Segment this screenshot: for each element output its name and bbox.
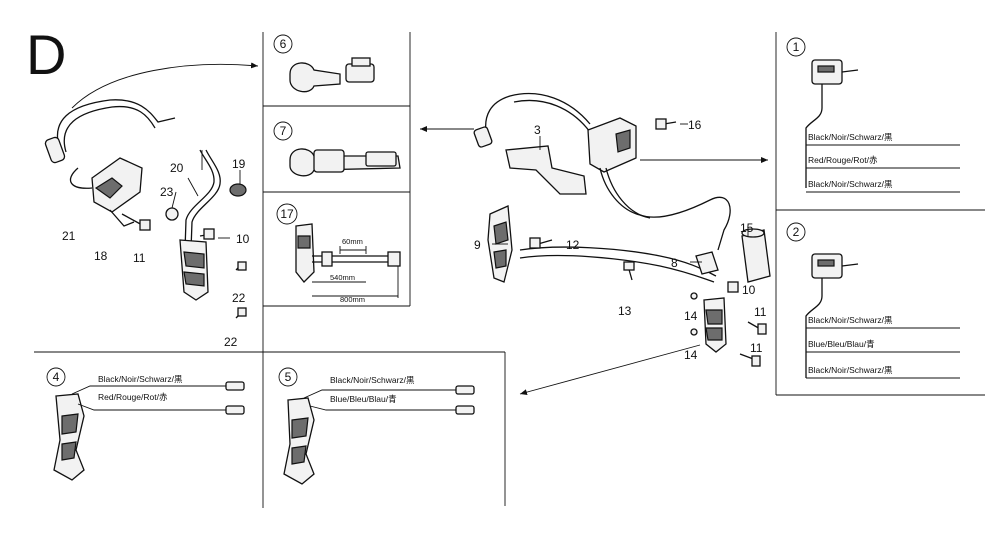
callout-15: 15	[740, 221, 754, 235]
callout-16: 16	[688, 118, 702, 132]
callout-6: 6	[280, 37, 287, 51]
dimension-800mm: 800mm	[340, 295, 365, 304]
callout-11-right-upper: 11	[754, 305, 767, 319]
dimension-540mm: 540mm	[330, 273, 355, 282]
callout-20: 20	[170, 161, 184, 175]
callout-3: 3	[534, 123, 541, 137]
center-ignition-assembly	[473, 92, 771, 367]
callout-11-left: 11	[133, 251, 146, 265]
wire-label-p5-blue: Blue/Bleu/Blau/青	[330, 394, 397, 404]
leader-lines	[171, 123, 749, 263]
callout-11-right-lower: 11	[750, 341, 763, 355]
panel-4-pulser-wiring	[53, 381, 245, 481]
wire-label-p1-red: Red/Rouge/Rot/赤	[808, 155, 878, 165]
callout-10-left: 10	[236, 232, 250, 246]
panel-7-plug-cap	[289, 148, 401, 177]
dimension-60mm: 60mm	[342, 237, 363, 246]
wire-label-p2-black-top: Black/Noir/Schwarz/黒	[808, 315, 893, 325]
callout-10-right: 10	[742, 283, 756, 297]
wire-label-p1-black-top: Black/Noir/Schwarz/黒	[808, 132, 893, 142]
panel-2-igniter-wiring	[805, 253, 960, 379]
callout-2: 2	[793, 225, 800, 239]
callout-14-upper: 14	[684, 309, 698, 323]
callout-23: 23	[160, 185, 174, 199]
callout-1: 1	[793, 40, 800, 54]
callout-8: 8	[671, 256, 678, 270]
panel-6-plug-cap	[289, 57, 375, 93]
panel-5-pulser-wiring	[283, 385, 475, 485]
callout-22-upper: 22	[232, 291, 246, 305]
wire-label-p5-black: Black/Noir/Schwarz/黒	[330, 375, 415, 385]
panel-17-coil-dimensions	[295, 223, 401, 298]
callout-13: 13	[618, 304, 632, 318]
callout-5: 5	[285, 370, 292, 384]
callout-12: 12	[566, 238, 580, 252]
callout-22-lower: 22	[224, 335, 238, 349]
callout-17: 17	[280, 207, 294, 221]
callout-14-lower: 14	[684, 348, 698, 362]
callout-21: 21	[62, 229, 76, 243]
wire-label-p2-blue: Blue/Bleu/Blau/青	[808, 339, 875, 349]
pointer-arrows	[71, 62, 768, 396]
panel-1-igniter-wiring	[805, 59, 960, 193]
callout-7: 7	[280, 124, 287, 138]
wire-label-p2-black-bottom: Black/Noir/Schwarz/黒	[808, 365, 893, 375]
callout-19: 19	[232, 157, 246, 171]
panel-frames	[34, 32, 985, 508]
callout-18: 18	[94, 249, 108, 263]
wire-label-p1-black-bottom: Black/Noir/Schwarz/黒	[808, 179, 893, 189]
wire-label-p4-red: Red/Rouge/Rot/赤	[98, 392, 168, 402]
section-letter: D	[26, 23, 66, 86]
callout-4: 4	[53, 370, 60, 384]
left-ignition-assembly	[44, 99, 247, 319]
callout-9: 9	[474, 238, 481, 252]
circled-panel-numbers	[46, 34, 806, 387]
wire-label-p4-black: Black/Noir/Schwarz/黒	[98, 374, 183, 384]
